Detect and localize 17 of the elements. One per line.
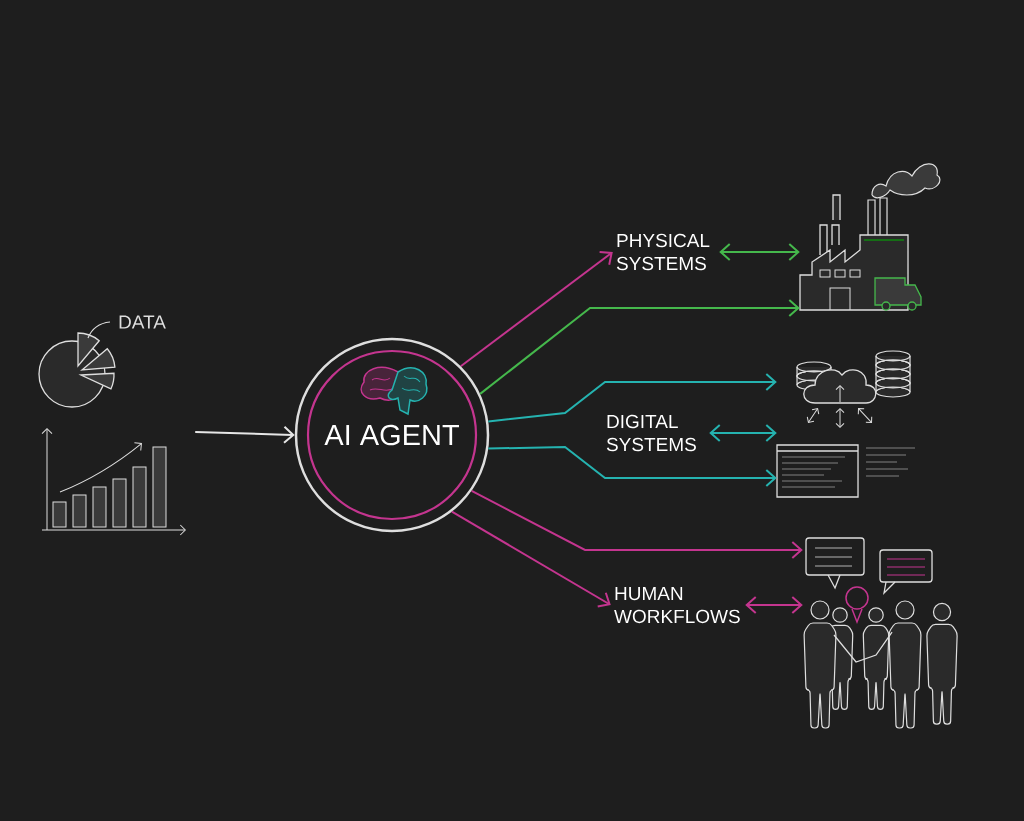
arrow [470,489,803,559]
arrow [194,425,295,444]
arrow [745,596,803,614]
category-label: PHYSICAL SYSTEMS [616,233,710,271]
arrow [709,424,777,442]
factory-drawing [799,163,941,311]
arrow [450,510,611,608]
people-drawing [803,537,958,729]
arrow [487,446,777,487]
arrow [479,299,800,395]
cloud-database-drawing [776,350,916,498]
category-label: DIGITAL SYSTEMS [606,414,696,452]
category-label: HUMAN WORKFLOWS [614,586,740,624]
chart-heading: DATA [119,315,166,329]
arrow [719,243,800,261]
arrow [459,250,613,368]
arrow [487,373,777,423]
